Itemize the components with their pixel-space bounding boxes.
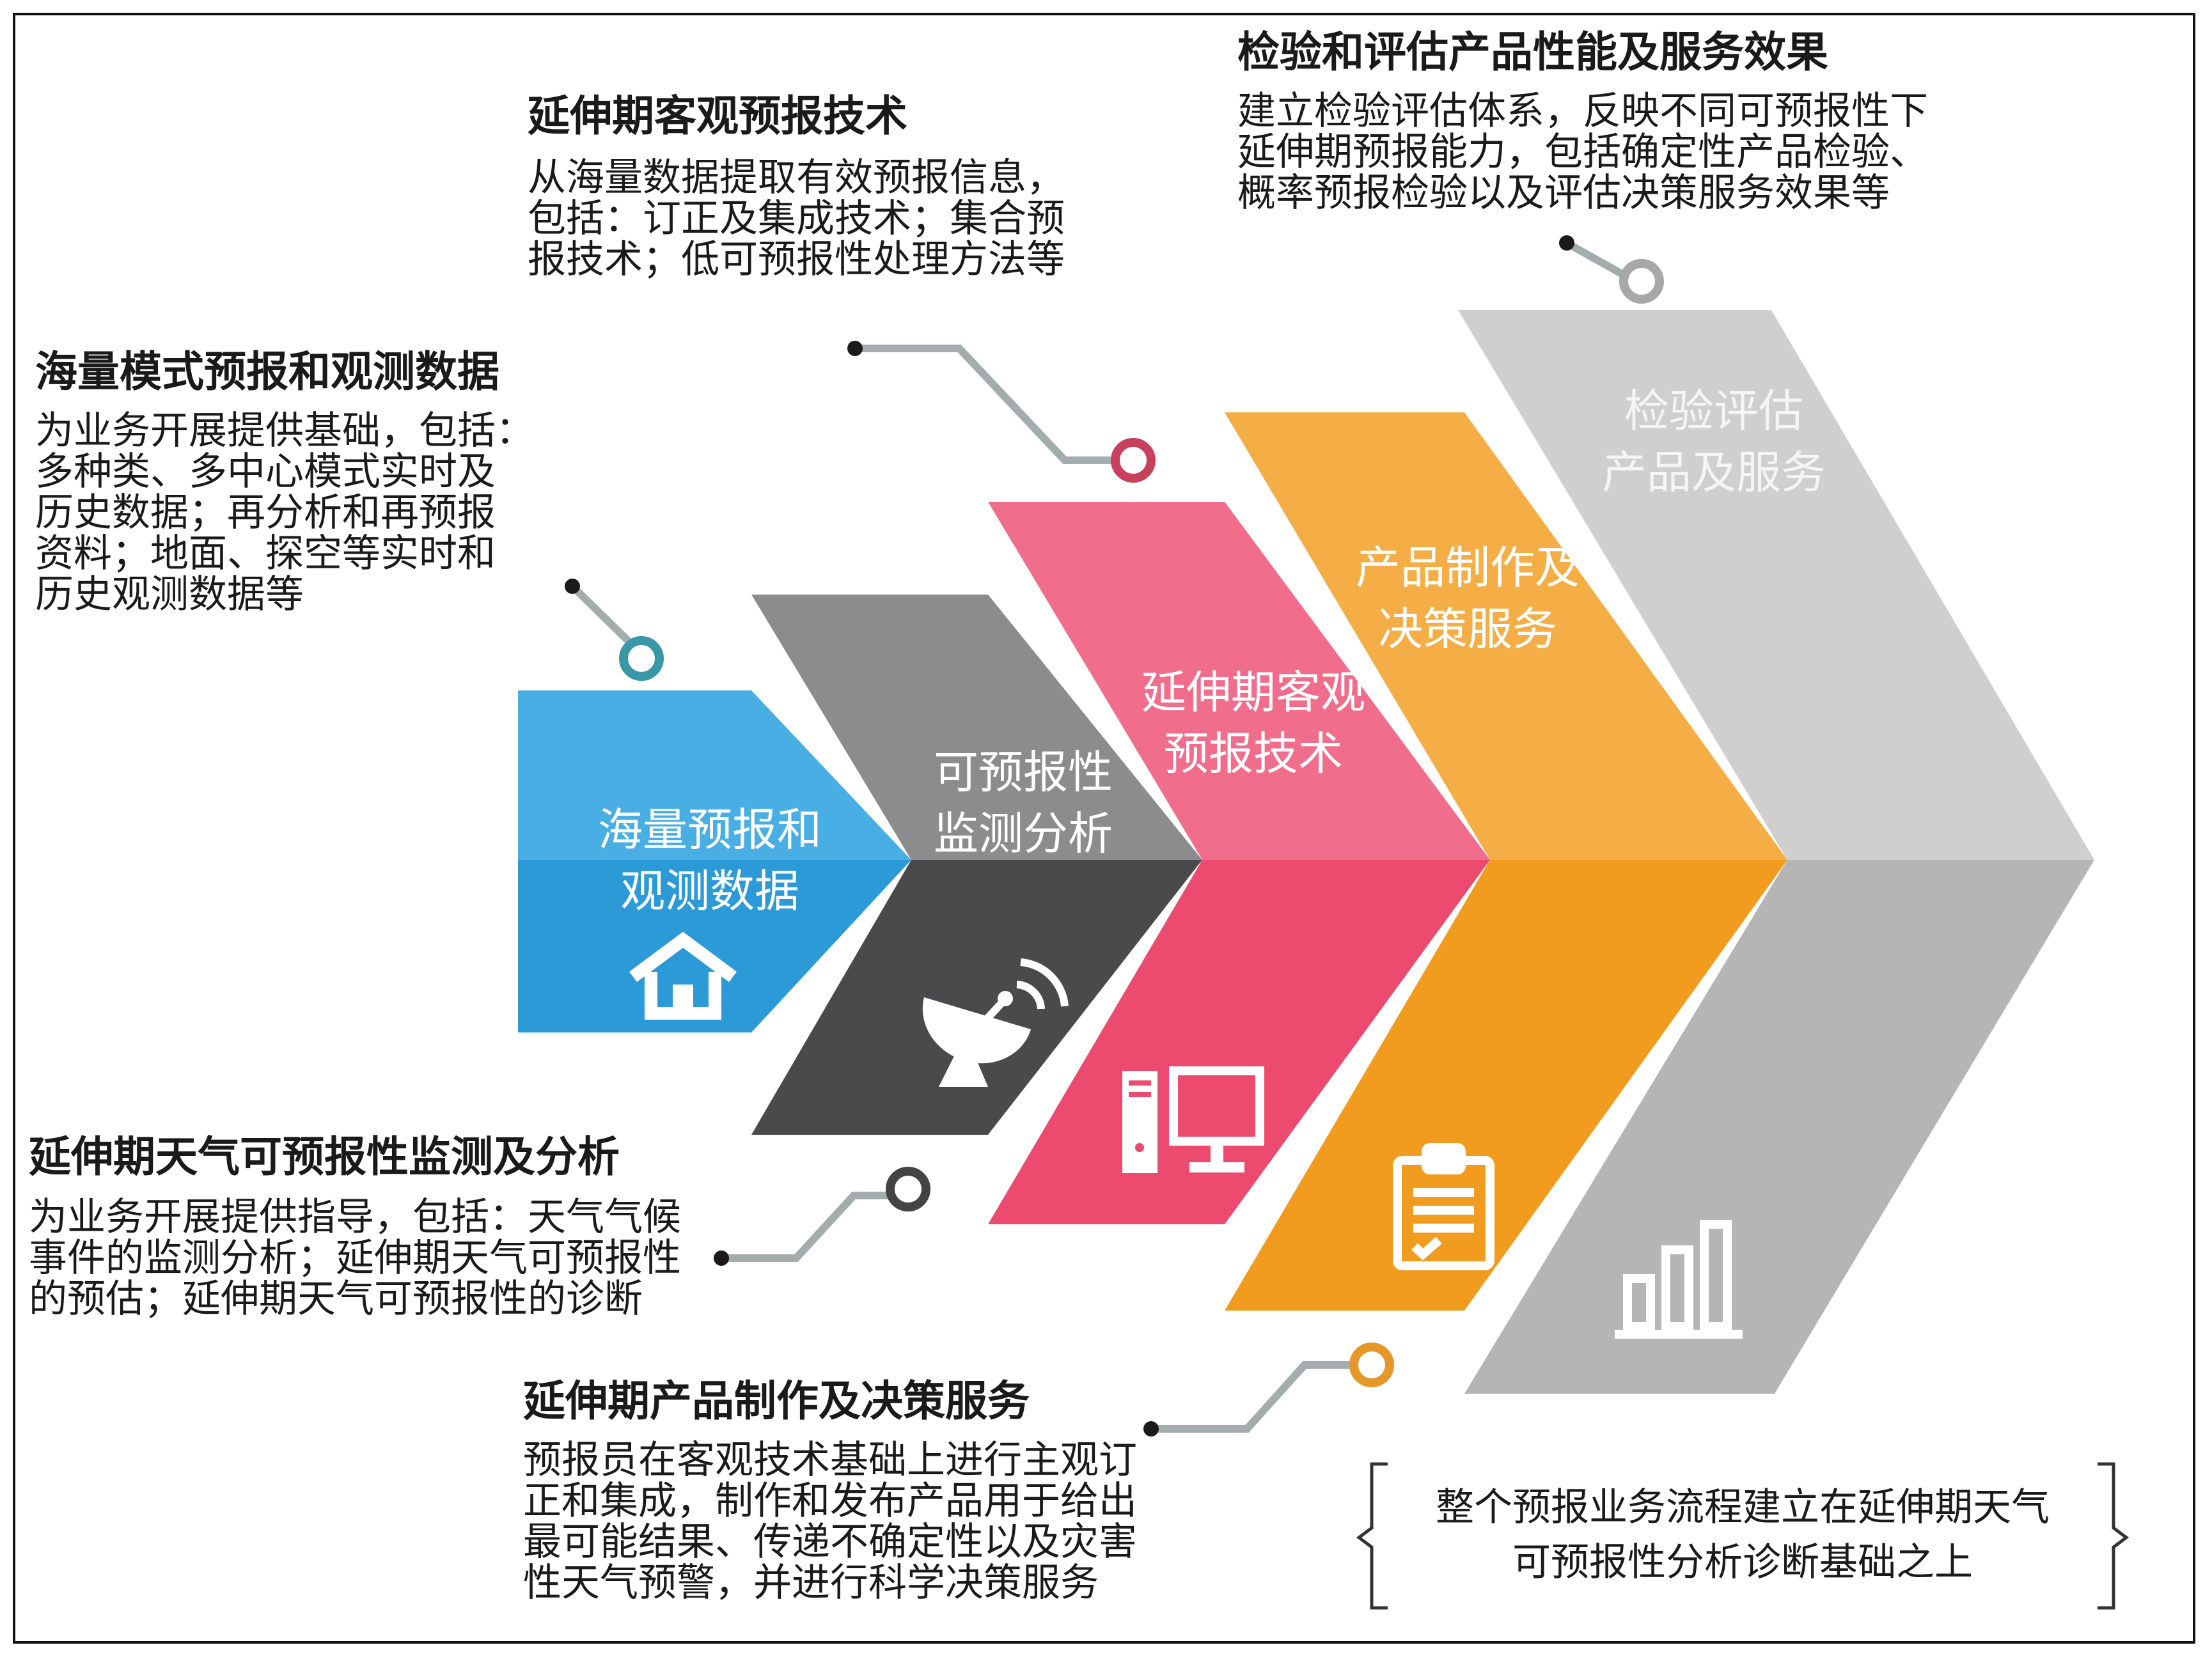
connector-verification — [1559, 235, 1664, 304]
stage-5-line-1: 检验评估 — [1624, 385, 1803, 437]
callout-products-line: 性天气预警，并进行科学决策服务 — [523, 1561, 1099, 1605]
bar-chart-icon — [1615, 1220, 1743, 1339]
stage-5-line-2: 产品及服务 — [1602, 446, 1826, 499]
callout-monitoring-title: 延伸期天气可预报性监测及分析 — [29, 1132, 620, 1181]
callout-monitoring-line: 为业务开展提供指导，包括：天气气候 — [29, 1195, 681, 1240]
stage-5-label: 检验评估 产品及服务 — [1548, 380, 1880, 503]
callout-monitoring-line: 事件的监测分析；延伸期天气可预报性 — [29, 1236, 681, 1281]
stage-4-top — [1225, 412, 1787, 860]
stage-1-line-1: 海量预报和 — [598, 804, 822, 856]
connector-products — [1143, 1343, 1394, 1437]
callout-data-line: 历史数据；再分析和再预报 — [35, 490, 496, 535]
stage-4-line-1: 产品制作及 — [1356, 541, 1580, 594]
summary-brackets — [1356, 1462, 2130, 1610]
callout-objective-title: 延伸期客观预报技术 — [528, 91, 907, 141]
stage-3-bottom — [988, 860, 1490, 1224]
callout-verification-body: 建立检验评估体系，反映不同可预报性下 延伸期预报能力，包括确定性产品检验、 概率… — [1237, 91, 1928, 214]
callout-products-line: 最可能结果、传递不确定性以及灾害 — [523, 1520, 1137, 1564]
stage-2-line-2: 监测分析 — [934, 807, 1113, 860]
stage-3-label: 延伸期客观 预报技术 — [1103, 662, 1404, 784]
stage-4-shape — [1225, 412, 1787, 1311]
connector-objective — [847, 341, 1156, 483]
stage-4-label: 产品制作及 决策服务 — [1321, 537, 1615, 660]
callout-products-line: 预报员在客观技术基础上进行主观订 — [523, 1438, 1137, 1483]
stage-3-shape — [988, 502, 1490, 1224]
callout-products-title: 延伸期产品制作及决策服务 — [523, 1376, 1030, 1426]
clipboard-icon — [1393, 1143, 1494, 1270]
callout-data-line: 为业务开展提供基础，包括： — [35, 409, 534, 453]
summary-text: 整个预报业务流程建立在延伸期天气 可预报性分析诊断基础之上 — [1356, 1480, 2130, 1590]
stage-5-shape — [1458, 310, 2094, 1394]
stage-4-line-2: 决策服务 — [1378, 603, 1557, 655]
connector-monitoring — [714, 1167, 930, 1266]
stage-1-line-2: 观测数据 — [620, 865, 799, 917]
callout-data: 海量模式预报和观测数据 为业务开展提供基础，包括： 多种类、多中心模式实时及 历… — [35, 345, 534, 615]
stage-3-line-1: 延伸期客观 — [1141, 666, 1365, 719]
stage-2-bottom — [751, 860, 1202, 1135]
callout-objective-line: 从海量数据提取有效预报信息， — [528, 155, 1065, 200]
callout-data-line: 历史观测数据等 — [35, 572, 304, 617]
summary-note: 整个预报业务流程建立在延伸期天气 可预报性分析诊断基础之上 — [1356, 1461, 2130, 1614]
callout-objective-line: 报技术；低可预报性处理方法等 — [528, 237, 1065, 282]
callout-data-title: 海量模式预报和观测数据 — [35, 347, 499, 396]
stage-3-line-2: 预报技术 — [1164, 728, 1343, 780]
callout-verification: 检验和评估产品性能及服务效果 建立检验评估体系，反映不同可预报性下 延伸期预报能… — [1237, 26, 1928, 214]
callout-data-body: 为业务开展提供基础，包括： 多种类、多中心模式实时及 历史数据；再分析和再预报 … — [35, 410, 534, 615]
house-icon — [629, 931, 737, 1020]
diagram-frame — [13, 13, 2195, 1644]
summary-line-2: 可预报性分析诊断基础之上 — [1512, 1540, 1973, 1585]
callout-verification-title: 检验和评估产品性能及服务效果 — [1237, 27, 1828, 77]
connector-data — [565, 579, 664, 681]
callout-data-line: 多种类、多中心模式实时及 — [35, 449, 496, 494]
callout-objective-line: 包括：订正及集成技术；集合预 — [528, 196, 1065, 241]
stage-5-top — [1458, 310, 2094, 860]
stage-4-bottom — [1225, 860, 1787, 1311]
callout-products: 延伸期产品制作及决策服务 预报员在客观技术基础上进行主观订 正和集成，制作和发布… — [523, 1375, 1137, 1603]
callout-verification-line: 建立检验评估体系，反映不同可预报性下 — [1237, 89, 1928, 134]
computer-icon — [1122, 1066, 1264, 1173]
callout-monitoring-line: 的预估；延伸期天气可预报性的诊断 — [29, 1277, 643, 1321]
summary-line-1: 整个预报业务流程建立在延伸期天气 — [1436, 1485, 2050, 1530]
stage-2-label: 可预报性 监测分析 — [889, 742, 1157, 864]
callout-verification-line: 延伸期预报能力，包括确定性产品检验、 — [1237, 130, 1928, 175]
stage-2-shape — [751, 595, 1202, 1135]
stage-1-top — [518, 690, 911, 860]
callout-objective-body: 从海量数据提取有效预报信息， 包括：订正及集成技术；集合预 报技术；低可预报性处… — [528, 157, 1065, 280]
callout-verification-line: 概率预报检验以及评估决策服务效果等 — [1237, 171, 1890, 215]
callout-data-line: 资料；地面、探空等实时和 — [35, 531, 496, 576]
stage-1-bottom — [518, 860, 911, 1032]
stage-3-top — [988, 502, 1490, 860]
stage-1-shape — [518, 690, 911, 1032]
stage-5-bottom — [1464, 860, 2094, 1394]
callout-monitoring-body: 为业务开展提供指导，包括：天气气候 事件的监测分析；延伸期天气可预报性 的预估；… — [29, 1197, 681, 1320]
callout-products-body: 预报员在客观技术基础上进行主观订 正和集成，制作和发布产品用于给出 最可能结果、… — [523, 1440, 1137, 1603]
callout-products-line: 正和集成，制作和发布产品用于给出 — [523, 1479, 1137, 1523]
stage-2-line-1: 可预报性 — [934, 746, 1113, 798]
callout-objective: 延伸期客观预报技术 从海量数据提取有效预报信息， 包括：订正及集成技术；集合预 … — [528, 90, 1065, 280]
stage-1-label: 海量预报和 观测数据 — [550, 799, 870, 922]
satellite-dish-icon — [922, 958, 1069, 1087]
callout-monitoring: 延伸期天气可预报性监测及分析 为业务开展提供指导，包括：天气气候 事件的监测分析… — [29, 1130, 681, 1320]
stage-2-top — [751, 595, 1202, 860]
